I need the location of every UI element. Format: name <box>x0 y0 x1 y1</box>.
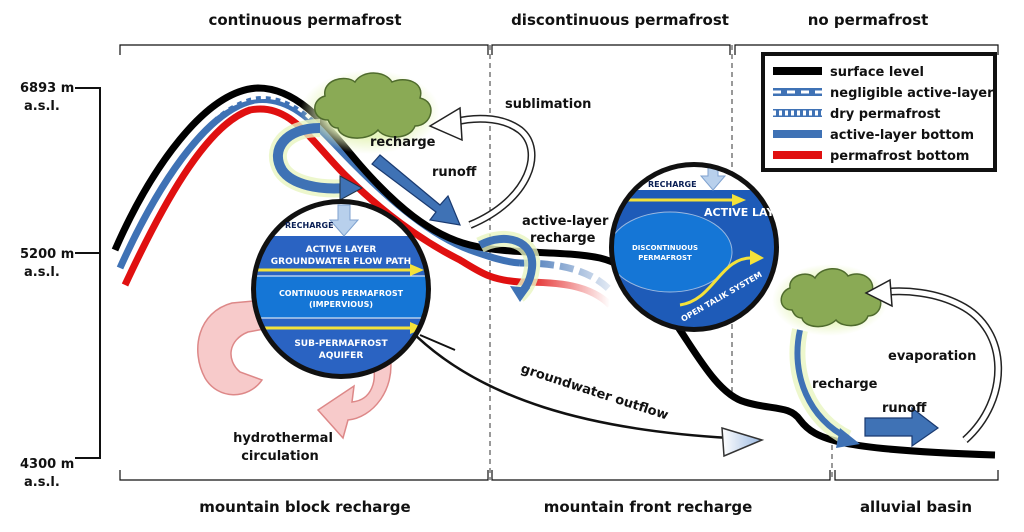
inset-right-discontinuous-1: DISCONTINUOUS <box>632 244 698 252</box>
label-active-layer-recharge-1: active-layer <box>522 214 609 229</box>
inset-left-active-layer-2: GROUNDWATER FLOW PATH <box>271 257 411 267</box>
axis-bottom-value: 4300 m <box>20 457 74 472</box>
inset-right-active-layer: ACTIVE LAYER <box>704 206 791 219</box>
legend: surface level negligible active-layer dr… <box>761 52 997 172</box>
cloud-right <box>772 264 888 336</box>
recharge-right-swirl <box>789 328 860 448</box>
evaporation-arrow <box>864 278 1003 443</box>
footer-mountain-block: mountain block recharge <box>199 498 410 516</box>
inset-left-continuous-1: CONTINUOUS PERMAFROST <box>279 289 404 298</box>
label-active-layer-recharge-2: recharge <box>530 231 596 246</box>
header-discontinuous: discontinuous permafrost <box>511 11 729 29</box>
header-none: no permafrost <box>808 11 929 29</box>
runoff-right-arrow <box>864 406 940 448</box>
recharge-swirl-top <box>268 119 364 201</box>
continuous-permafrost-inset: RECHARGE ACTIVE LAYER GROUNDWATER FLOW P… <box>251 199 431 379</box>
legend-label-permafrost-bottom: permafrost bottom <box>830 149 969 164</box>
axis-top-unit: a.s.l. <box>24 99 60 114</box>
inset-left-sub-2: AQUIFER <box>319 351 364 361</box>
inset-left-sub-1: SUB-PERMAFROST <box>294 339 388 349</box>
header-brackets <box>119 44 999 481</box>
active-layer-recharge-swirl <box>476 230 541 302</box>
label-recharge-right: recharge <box>812 377 878 392</box>
label-runoff-top: runoff <box>432 165 477 180</box>
inset-right-discontinuous-2: PERMAFROST <box>638 254 692 262</box>
inset-left-active-layer-1: ACTIVE LAYER <box>306 245 377 255</box>
label-sublimation: sublimation <box>505 97 591 112</box>
runoff-top-arrow <box>371 154 461 226</box>
inset-connectors <box>419 334 456 351</box>
elevation-axis <box>75 87 101 459</box>
inset-left-recharge: RECHARGE <box>285 221 334 230</box>
legend-label-dry: dry permafrost <box>830 107 941 122</box>
sublimation-arrow <box>428 106 536 229</box>
header-continuous: continuous permafrost <box>208 11 401 29</box>
inset-right-recharge: RECHARGE <box>648 180 697 189</box>
permafrost-bottom-line <box>121 105 521 287</box>
legend-label-active-bottom: active-layer bottom <box>830 128 974 143</box>
footer-alluvial: alluvial basin <box>860 498 972 516</box>
legend-label-negligible: negligible active-layer <box>830 86 994 101</box>
axis-mid-unit: a.s.l. <box>24 265 60 280</box>
label-runoff-right: runoff <box>882 401 927 416</box>
discontinuous-permafrost-inset: RECHARGE ACTIVE LAYER DISCONTINUOUS PERM… <box>609 162 791 332</box>
axis-bottom-unit: a.s.l. <box>24 475 60 490</box>
label-hydrothermal-2: circulation <box>241 449 319 464</box>
axis-top-value: 6893 m <box>20 81 74 96</box>
groundwater-outflow-arrow <box>409 329 765 458</box>
label-evaporation: evaporation <box>888 349 976 364</box>
cloud-top <box>300 70 440 154</box>
label-hydrothermal-1: hydrothermal <box>233 431 333 446</box>
label-groundwater-outflow: groundwater outflow <box>519 362 670 424</box>
surface-level-line <box>111 84 996 459</box>
label-recharge-top: recharge <box>370 135 436 150</box>
axis-mid-value: 5200 m <box>20 247 74 262</box>
inset-left-continuous-2: (IMPERVIOUS) <box>309 300 373 309</box>
footer-mountain-front: mountain front recharge <box>544 498 753 516</box>
legend-label-surface: surface level <box>830 65 924 80</box>
dry-permafrost-line <box>213 94 312 120</box>
